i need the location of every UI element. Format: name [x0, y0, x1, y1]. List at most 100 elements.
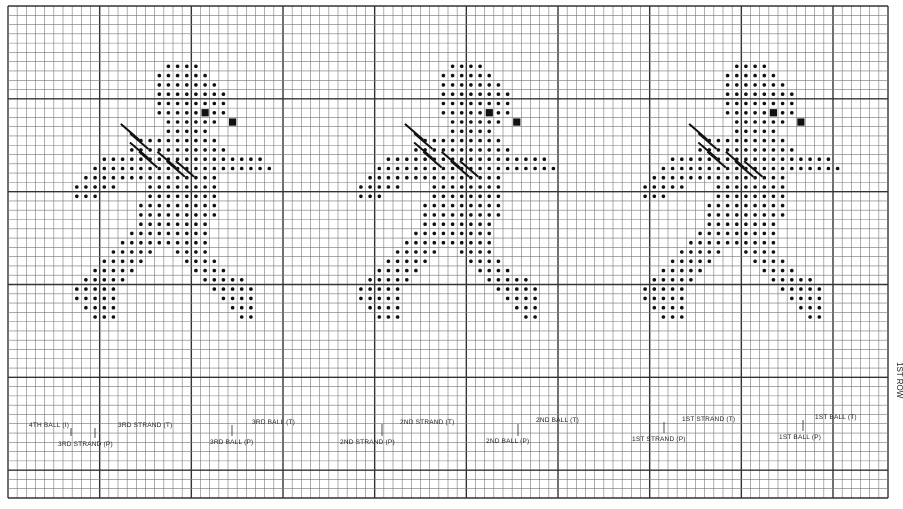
stitch-dot	[515, 287, 519, 291]
stitch-dot	[414, 148, 418, 152]
stitch-dot	[451, 176, 455, 180]
stitch-dot	[203, 167, 207, 171]
stitch-dot	[414, 167, 418, 171]
stitch-dot	[203, 130, 207, 134]
stitch-dot	[121, 269, 125, 273]
eye-square	[229, 118, 236, 125]
stitch-dot	[112, 250, 116, 254]
stitch-dot	[222, 278, 226, 282]
stitch-dot	[368, 297, 372, 301]
stitch-dot	[735, 83, 739, 87]
stitch-dot	[213, 157, 217, 161]
stitch-dot	[478, 130, 482, 134]
stitch-dot	[423, 213, 427, 217]
stitch-dot	[433, 167, 437, 171]
stitch-dot	[671, 278, 675, 282]
stitch-dot	[240, 287, 244, 291]
stitch-dot	[506, 297, 510, 301]
stitch-dot	[442, 111, 446, 115]
stitch-dot	[203, 92, 207, 96]
stitch-dot	[185, 260, 189, 264]
stitch-dot	[772, 157, 776, 161]
stitch-dot	[84, 306, 88, 310]
stitch-dot	[662, 297, 666, 301]
stitch-dot	[176, 176, 180, 180]
stitch-dot	[84, 185, 88, 189]
stitch-dot	[203, 260, 207, 264]
stitch-dot	[213, 120, 217, 124]
stitch-dot	[103, 315, 107, 319]
stitch-dot	[799, 278, 803, 282]
stitch-dot	[185, 241, 189, 245]
stitch-dot	[689, 260, 693, 264]
stitch-dot	[158, 83, 162, 87]
stitch-dot	[176, 232, 180, 236]
stitch-dot	[121, 241, 125, 245]
stitch-dot	[185, 157, 189, 161]
stitch-dot	[249, 287, 253, 291]
stitch-dot	[662, 278, 666, 282]
stitch-dot	[194, 157, 198, 161]
stitch-dot	[194, 139, 198, 143]
stitch-dot	[167, 111, 171, 115]
stitch-dot	[808, 157, 812, 161]
stitch-dot	[433, 176, 437, 180]
stitch-dot	[772, 185, 776, 189]
stitch-dot	[387, 176, 391, 180]
stitch-dot	[497, 260, 501, 264]
stitch-dot	[478, 185, 482, 189]
stitch-dot	[442, 167, 446, 171]
stitch-dot	[689, 250, 693, 254]
stitch-dot	[139, 250, 143, 254]
stitch-dot	[194, 83, 198, 87]
stitch-dot	[735, 185, 739, 189]
stitch-dot	[442, 213, 446, 217]
stitch-dot	[781, 260, 785, 264]
stitch-dot	[167, 130, 171, 134]
stitch-dot	[194, 269, 198, 273]
stitch-dot	[387, 269, 391, 273]
stitch-dot	[378, 269, 382, 273]
stitch-dot	[497, 92, 501, 96]
stitch-dot	[176, 185, 180, 189]
stitch-dot	[680, 157, 684, 161]
stitch-dot	[469, 176, 473, 180]
stitch-dot	[478, 167, 482, 171]
stitch-dot	[726, 204, 730, 208]
stitch-dot	[790, 92, 794, 96]
stitch-dot	[478, 232, 482, 236]
stitch-dot	[717, 167, 721, 171]
stitch-dot	[469, 195, 473, 199]
stitch-dot	[763, 176, 767, 180]
stitch-dot	[396, 287, 400, 291]
stitch-dot	[772, 269, 776, 273]
stitch-dot	[130, 232, 134, 236]
stitch-dot	[387, 185, 391, 189]
stitch-dot	[112, 278, 116, 282]
stitch-dot	[268, 167, 272, 171]
stitch-dot	[497, 213, 501, 217]
stitch-dot	[194, 241, 198, 245]
stitch-dot	[139, 167, 143, 171]
stitch-dot	[203, 232, 207, 236]
stitch-dot	[103, 306, 107, 310]
stitch-dot	[497, 185, 501, 189]
stitch-dot	[753, 222, 757, 226]
stitch-dot	[818, 167, 822, 171]
stitch-dot	[717, 241, 721, 245]
stitch-dot	[772, 195, 776, 199]
stitch-dot	[497, 83, 501, 87]
stitch-dot	[185, 195, 189, 199]
stitch-dot	[103, 269, 107, 273]
stitch-dot	[680, 269, 684, 273]
stitch-dot	[451, 102, 455, 106]
stitch-dot	[451, 111, 455, 115]
stitch-dot	[249, 306, 253, 310]
stitch-dot	[84, 195, 88, 199]
stitch-dot	[753, 250, 757, 254]
stitch-dot	[249, 157, 253, 161]
stitch-dot	[158, 176, 162, 180]
stitch-dot	[451, 130, 455, 134]
stitch-dot	[139, 232, 143, 236]
stitch-dot	[772, 148, 776, 152]
